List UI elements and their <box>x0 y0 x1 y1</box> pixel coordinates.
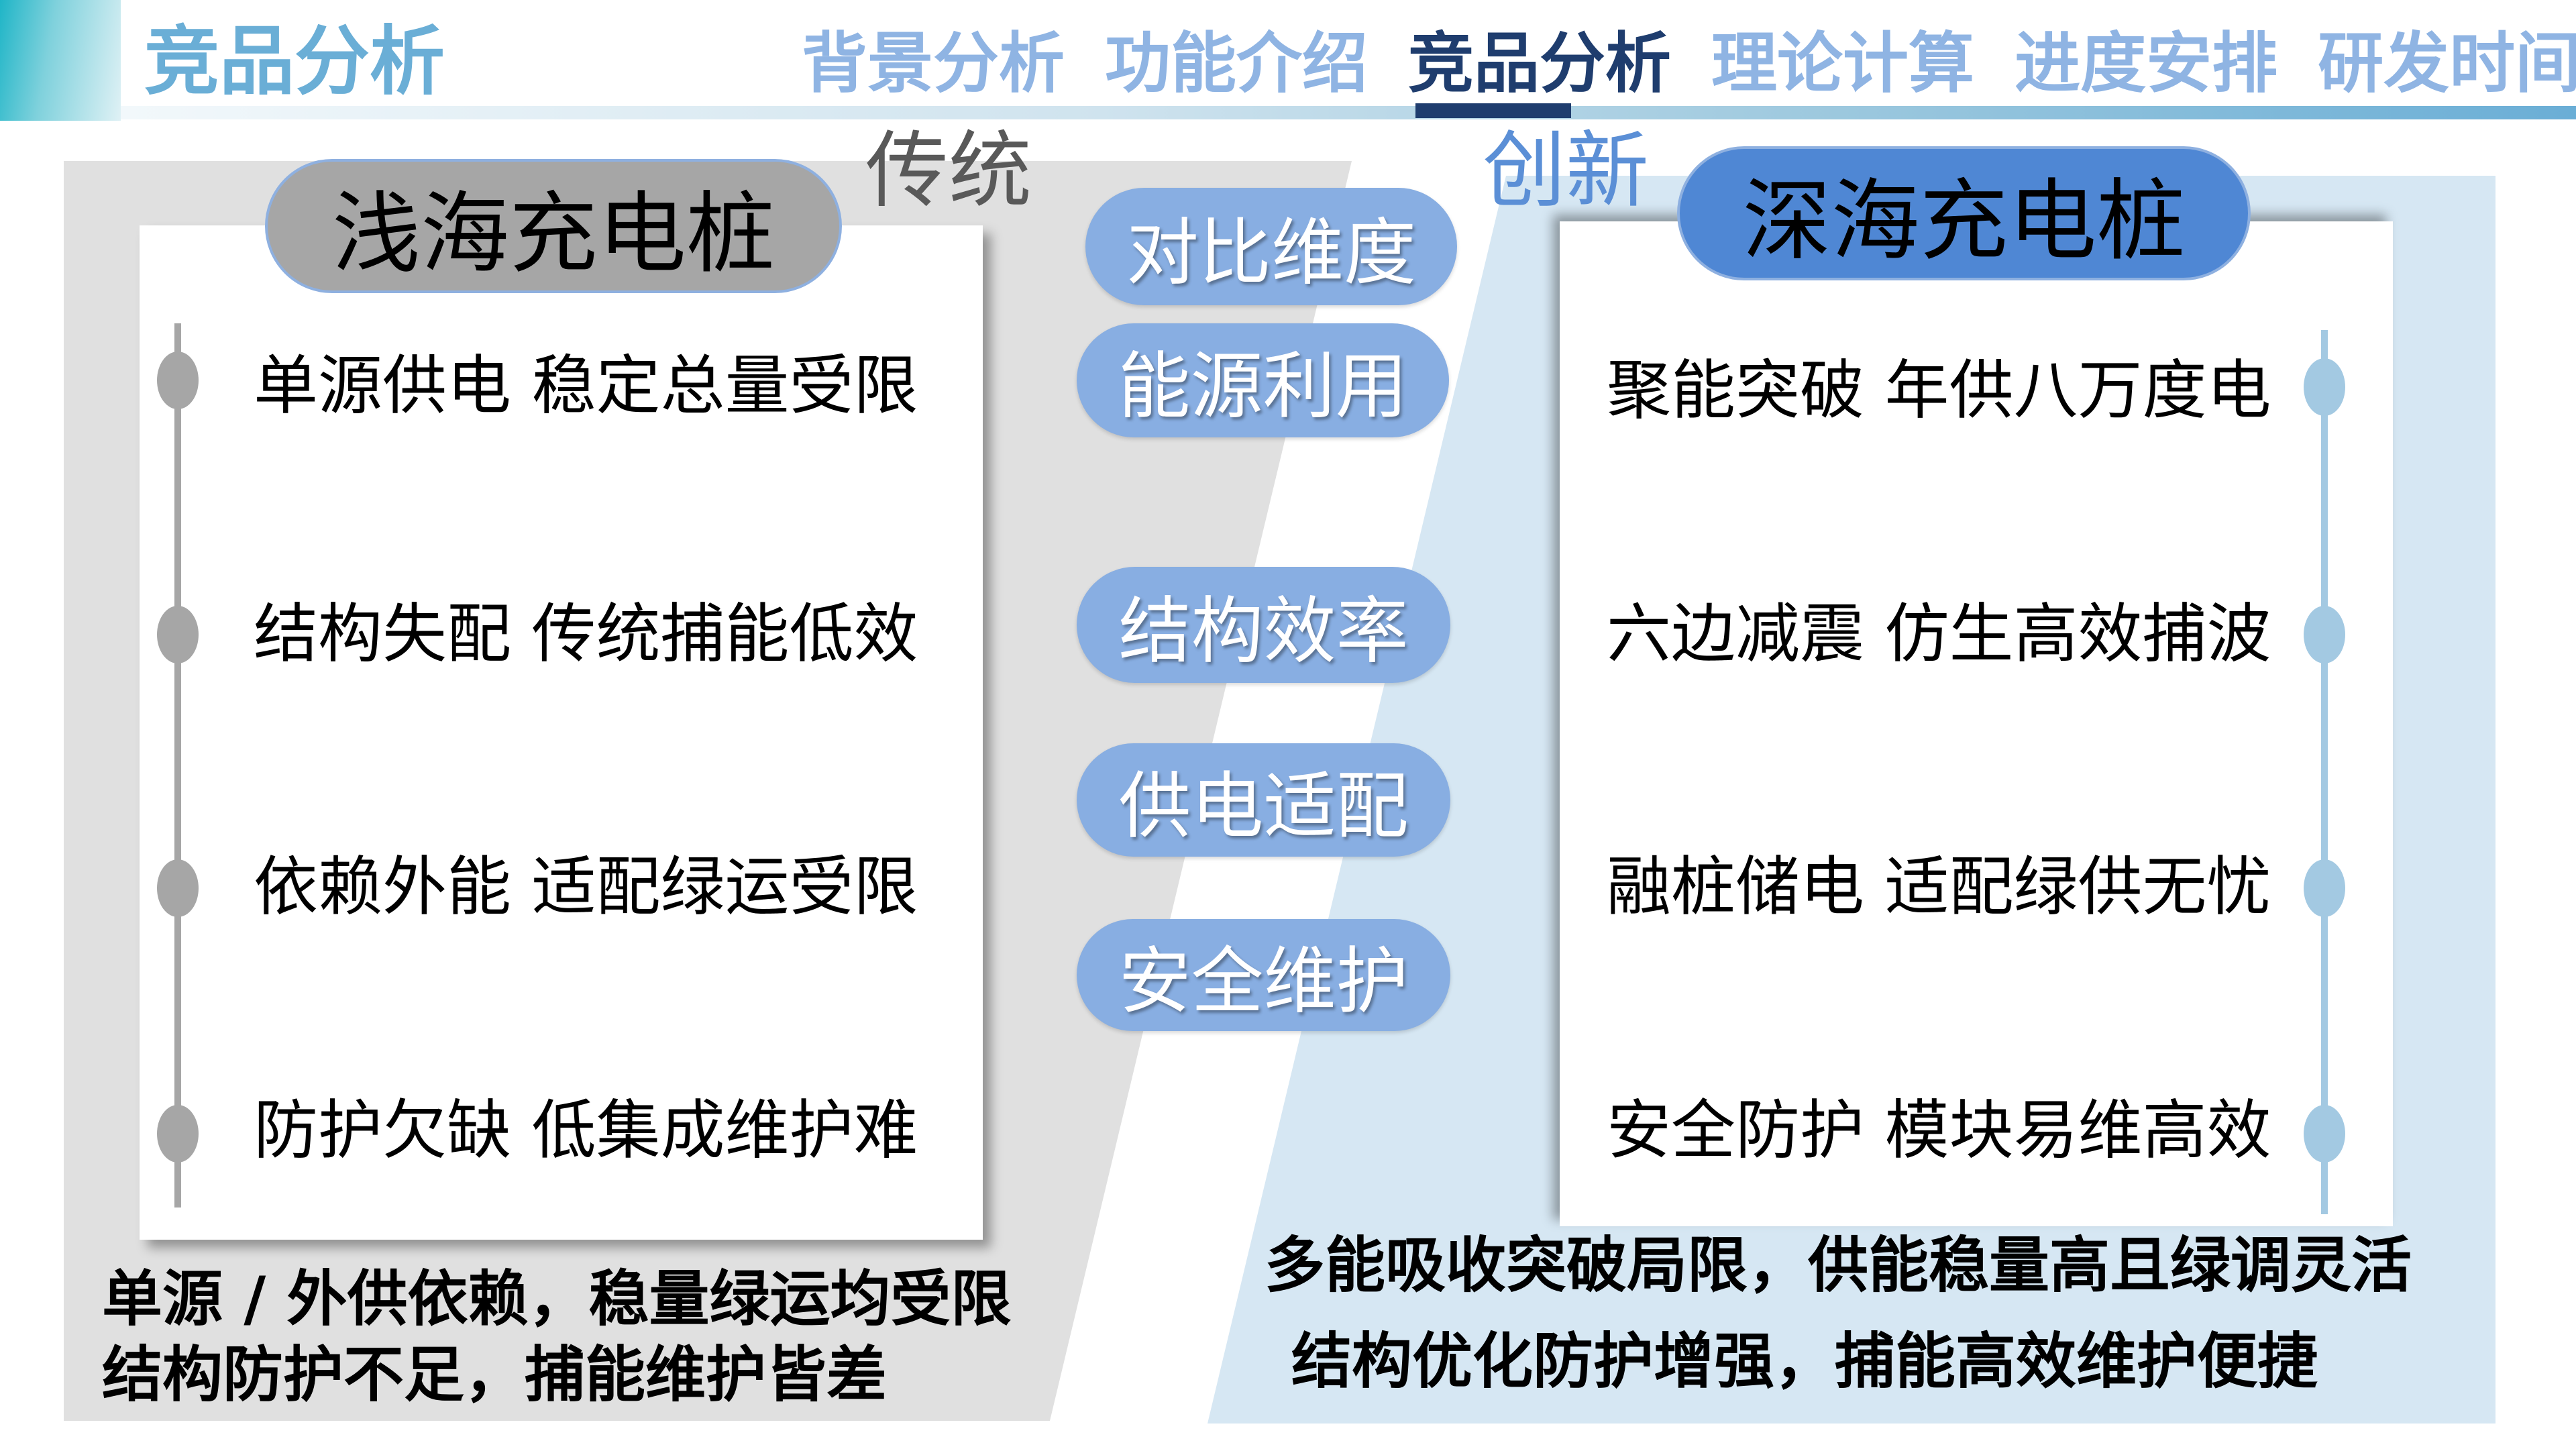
left-item: 依赖外能 适配绿运受限 <box>254 849 918 924</box>
right-summary-line: 多能吸收突破局限，供能稳量高且绿调灵活 <box>1265 1230 2412 1301</box>
timeline-dot-icon <box>2304 1105 2345 1163</box>
timeline-dot-icon <box>157 859 199 917</box>
nav-tab-competitor-analysis[interactable]: 竞品分析 <box>1408 25 1672 102</box>
traditional-label: 传统 <box>865 123 1032 219</box>
nav-tab-theory[interactable]: 理论计算 <box>1711 25 1975 102</box>
timeline-dot-icon <box>157 1105 199 1163</box>
nav-tab-schedule[interactable]: 进度安排 <box>2015 25 2278 102</box>
timeline-dot-icon <box>2304 606 2345 663</box>
right-item: 聚能突破 年供八万度电 <box>1607 353 2271 428</box>
shallow-sea-pile-title: 浅海充电桩 <box>265 159 842 293</box>
left-item: 单源供电 稳定总量受限 <box>254 348 918 423</box>
innovation-label: 创新 <box>1483 123 1650 219</box>
left-summary-line: 结构防护不足，捕能维护皆差 <box>102 1340 887 1410</box>
section-nav: 背景分析 功能介绍 竞品分析 理论计算 进度安排 研发时间线 <box>802 20 2576 107</box>
page-title: 竞品分析 <box>144 18 445 105</box>
left-card <box>140 225 983 1240</box>
left-item: 防护欠缺 低集成维护难 <box>254 1093 918 1168</box>
nav-tab-timeline[interactable]: 研发时间线 <box>2318 25 2576 102</box>
dimension-power-adaptation: 供电适配 <box>1077 743 1450 857</box>
timeline-dot-icon <box>157 352 199 409</box>
nav-tab-features[interactable]: 功能介绍 <box>1105 25 1368 102</box>
left-timeline-line <box>174 323 181 1208</box>
dimension-safety-maintenance: 安全维护 <box>1077 919 1450 1031</box>
dimension-energy-use: 能源利用 <box>1077 323 1449 437</box>
left-summary-line: 单源 / 外供依赖，稳量绿运均受限 <box>102 1264 1012 1334</box>
deep-sea-pile-title: 深海充电桩 <box>1677 146 2251 280</box>
comparison-dimension-header: 对比维度 <box>1085 188 1457 305</box>
nav-tab-background[interactable]: 背景分析 <box>802 25 1065 102</box>
left-item: 结构失配 传统捕能低效 <box>254 596 918 672</box>
timeline-dot-icon <box>2304 358 2345 416</box>
right-timeline-line <box>2321 330 2328 1214</box>
right-item: 融桩储电 适配绿供无忧 <box>1607 849 2271 924</box>
right-card <box>1560 221 2393 1226</box>
right-summary-line: 结构优化防护增强，捕能高效维护便捷 <box>1291 1326 2318 1397</box>
active-tab-indicator <box>1415 103 1571 118</box>
timeline-dot-icon <box>2304 859 2345 917</box>
timeline-dot-icon <box>157 606 199 663</box>
corner-accent <box>0 0 121 121</box>
header-divider <box>121 106 2576 119</box>
right-item: 安全防护 模块易维高效 <box>1607 1093 2271 1168</box>
dimension-structural-efficiency: 结构效率 <box>1077 567 1450 683</box>
right-item: 六边减震 仿生高效捕波 <box>1607 596 2271 672</box>
